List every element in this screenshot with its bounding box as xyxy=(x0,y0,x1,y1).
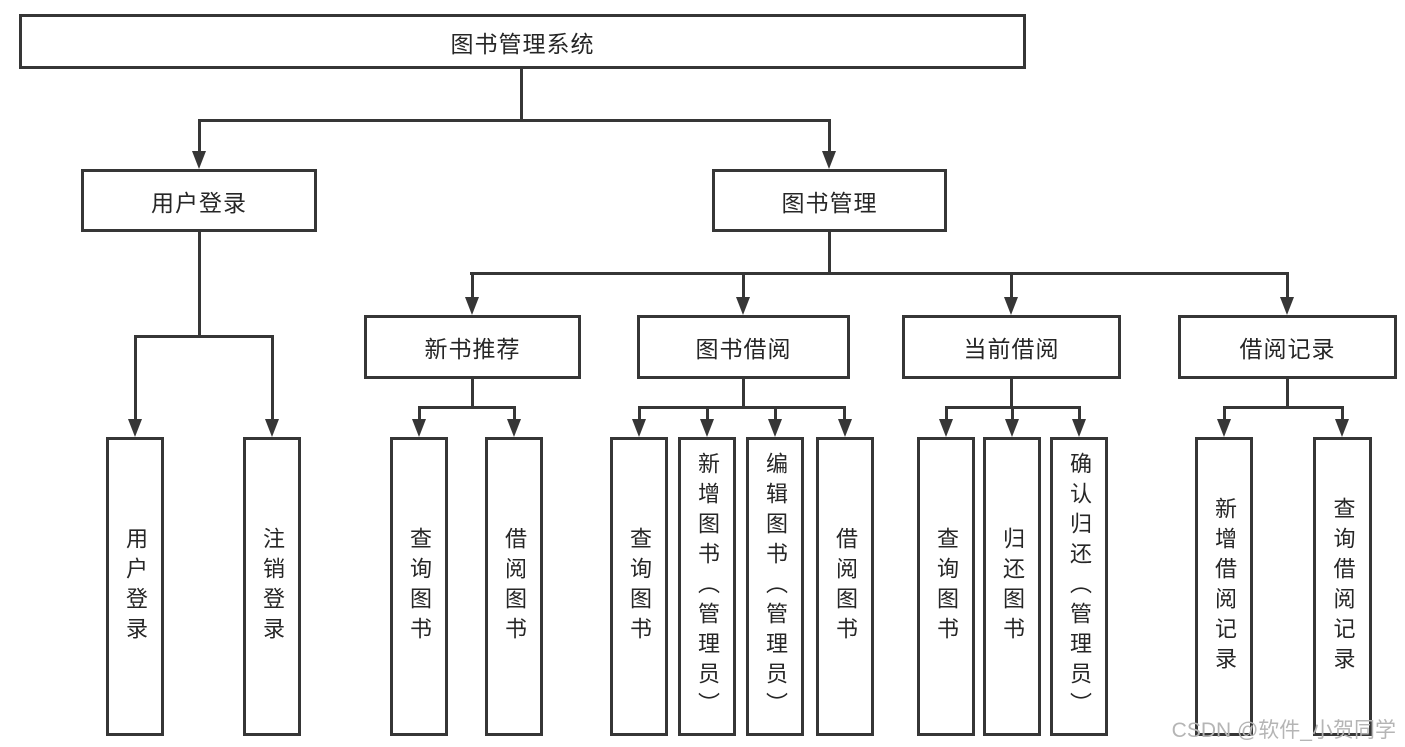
arrow-down-icon xyxy=(1217,419,1231,437)
connector-line xyxy=(271,335,274,421)
connector-line xyxy=(198,119,201,153)
connector-line xyxy=(520,69,523,121)
arrow-down-icon xyxy=(768,419,782,437)
node-label: 图书管理系统 xyxy=(450,30,595,57)
leaf-add-borrow-record: 新增借阅记录 xyxy=(1195,437,1253,736)
node-book-borrowing: 图书借阅 xyxy=(637,315,850,379)
connector-line xyxy=(1286,272,1289,299)
leaf-confirm-return-admin: 确认归还（管理员） xyxy=(1050,437,1108,736)
node-label: 注销登录 xyxy=(260,526,285,647)
leaf-user-login: 用户登录 xyxy=(106,437,164,736)
connector-line xyxy=(470,272,1289,275)
connector-line xyxy=(828,232,831,274)
connector-line xyxy=(706,406,709,421)
connector-line xyxy=(1286,378,1289,409)
connector-line xyxy=(828,119,831,153)
node-label: 查询图书 xyxy=(407,526,432,647)
csdn-watermark: CSDN @软件_小贺同学 xyxy=(1171,719,1396,742)
connector-line xyxy=(1223,406,1226,421)
node-label: 归还图书 xyxy=(1000,526,1025,647)
connector-line xyxy=(742,378,745,409)
arrow-down-icon xyxy=(700,419,714,437)
node-label: 新书推荐 xyxy=(424,336,521,362)
connector-line xyxy=(198,119,831,122)
connector-line xyxy=(1341,406,1344,421)
connector-line xyxy=(945,406,948,421)
node-label: 图书借阅 xyxy=(695,336,792,362)
node-book-management: 图书管理 xyxy=(712,169,947,232)
connector-line xyxy=(843,406,846,421)
node-label: 编辑图书（管理员） xyxy=(763,451,788,722)
node-label: 用户登录 xyxy=(151,189,247,216)
arrow-down-icon xyxy=(1335,419,1349,437)
arrow-down-icon xyxy=(939,419,953,437)
leaf-add-books-admin: 新增图书（管理员） xyxy=(678,437,736,736)
connector-line xyxy=(418,406,421,421)
node-label: 当前借阅 xyxy=(963,336,1060,362)
node-label: 借阅记录 xyxy=(1239,336,1336,362)
arrow-down-icon xyxy=(1004,297,1018,315)
arrow-down-icon xyxy=(192,151,206,169)
leaf-edit-books-admin: 编辑图书（管理员） xyxy=(746,437,804,736)
node-label: 查询图书 xyxy=(627,526,652,647)
connector-line xyxy=(1078,406,1081,421)
node-label: 用户登录 xyxy=(123,526,148,647)
node-label: 借阅图书 xyxy=(502,526,527,647)
leaf-query-books-current: 查询图书 xyxy=(917,437,975,736)
connector-line xyxy=(1010,378,1013,409)
arrow-down-icon xyxy=(822,151,836,169)
arrow-down-icon xyxy=(1280,297,1294,315)
leaf-borrow-books-recommend: 借阅图书 xyxy=(485,437,543,736)
leaf-query-borrow-record: 查询借阅记录 xyxy=(1313,437,1372,736)
node-label: 查询图书 xyxy=(934,526,959,647)
leaf-return-books: 归还图书 xyxy=(983,437,1041,736)
arrow-down-icon xyxy=(838,419,852,437)
leaf-logout-login: 注销登录 xyxy=(243,437,301,736)
leaf-query-books-recommend: 查询图书 xyxy=(390,437,448,736)
node-borrowing-records: 借阅记录 xyxy=(1178,315,1397,379)
connector-line xyxy=(1223,406,1344,409)
connector-line xyxy=(418,406,516,409)
leaf-query-books-borrowing: 查询图书 xyxy=(610,437,668,736)
node-current-borrowing: 当前借阅 xyxy=(902,315,1121,379)
connector-line xyxy=(638,406,641,421)
node-label: 新增图书（管理员） xyxy=(695,451,720,722)
arrow-down-icon xyxy=(412,419,426,437)
connector-line xyxy=(198,232,201,337)
arrow-down-icon xyxy=(1005,419,1019,437)
connector-line xyxy=(742,272,745,299)
node-label: 借阅图书 xyxy=(833,526,858,647)
connector-line xyxy=(134,335,137,421)
connector-line xyxy=(471,272,474,299)
leaf-borrow-books-borrowing: 借阅图书 xyxy=(816,437,874,736)
arrow-down-icon xyxy=(736,297,750,315)
arrow-down-icon xyxy=(632,419,646,437)
node-label: 图书管理 xyxy=(781,189,878,216)
arrow-down-icon xyxy=(507,419,521,437)
arrow-down-icon xyxy=(128,419,142,437)
connector-line xyxy=(1010,272,1013,299)
connector-line xyxy=(774,406,777,421)
node-label: 查询借阅记录 xyxy=(1330,496,1356,677)
arrow-down-icon xyxy=(465,297,479,315)
node-user-login: 用户登录 xyxy=(81,169,317,232)
connector-line xyxy=(471,378,474,409)
connector-line xyxy=(134,335,274,338)
node-label: 新增借阅记录 xyxy=(1212,496,1237,677)
connector-line xyxy=(513,406,516,421)
arrow-down-icon xyxy=(1072,419,1086,437)
node-label: 确认归还（管理员） xyxy=(1067,451,1092,722)
arrow-down-icon xyxy=(265,419,279,437)
connector-line xyxy=(1011,406,1014,421)
connector-line xyxy=(638,406,846,409)
node-new-book-recommendation: 新书推荐 xyxy=(364,315,581,379)
node-library-system: 图书管理系统 xyxy=(19,14,1026,69)
